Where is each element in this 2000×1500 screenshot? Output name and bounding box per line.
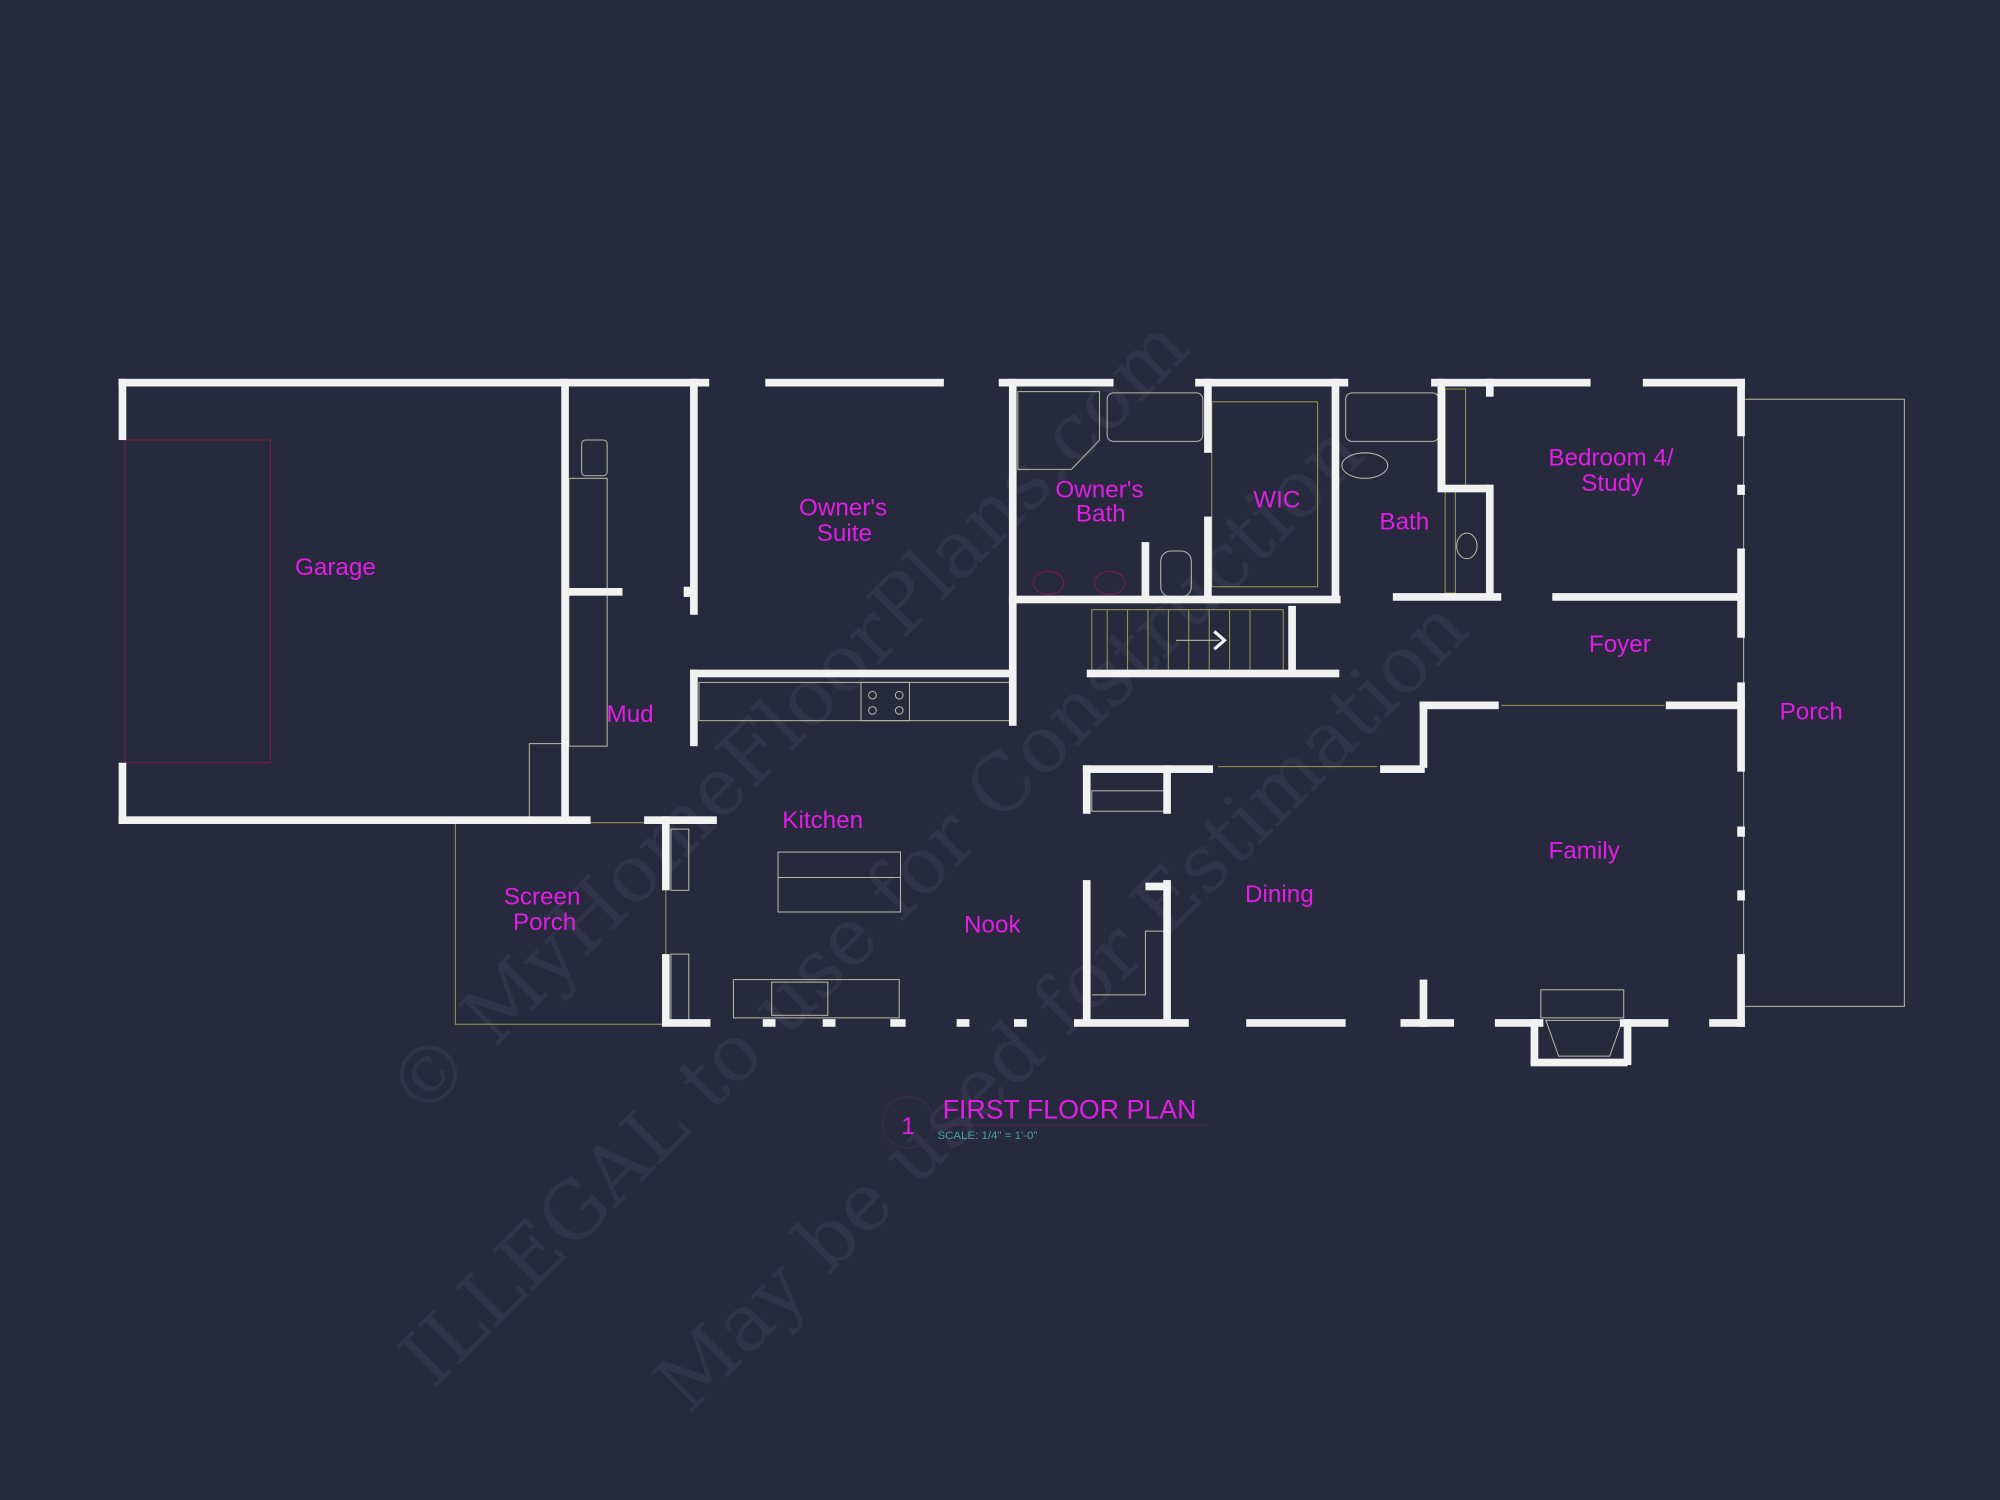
- room-label-owners-bath: Owner's: [1055, 476, 1143, 503]
- room-label-kitchen: Kitchen: [782, 807, 863, 834]
- stair-direction-arrow-icon: [1213, 630, 1227, 651]
- room-label-screen-porch: Screen: [504, 883, 581, 910]
- room-label-foyer: Foyer: [1589, 631, 1651, 658]
- room-label-owners-suite: Owner's: [799, 494, 887, 521]
- room-labels: Garage Mud Owner's Suite Owner's Bath WI…: [295, 445, 1843, 939]
- room-label-wic: WIC: [1253, 487, 1300, 514]
- room-label-family: Family: [1549, 837, 1621, 864]
- plan-number: 1: [901, 1113, 914, 1140]
- room-label-bath: Bath: [1379, 508, 1429, 535]
- room-label-mud: Mud: [607, 701, 654, 728]
- plan-title: FIRST FLOOR PLAN: [943, 1095, 1197, 1125]
- room-label-porch: Porch: [1780, 698, 1843, 725]
- plan-scale: SCALE: 1/4" = 1'-0": [938, 1130, 1038, 1142]
- room-label-owners-bath-2: Bath: [1076, 501, 1126, 528]
- room-label-bedroom4-2: Study: [1581, 470, 1644, 497]
- room-label-dining: Dining: [1245, 881, 1314, 908]
- room-label-garage: Garage: [295, 554, 376, 581]
- room-label-screen-porch-2: Porch: [513, 909, 576, 936]
- room-label-owners-suite-2: Suite: [817, 520, 872, 547]
- title-block: 1 FIRST FLOOR PLAN SCALE: 1/4" = 1'-0": [882, 1095, 1210, 1149]
- room-label-nook: Nook: [964, 911, 1021, 938]
- plan-number-circle: [882, 1096, 935, 1149]
- walls: [118, 378, 1745, 1067]
- room-label-bedroom4: Bedroom 4/: [1548, 445, 1673, 472]
